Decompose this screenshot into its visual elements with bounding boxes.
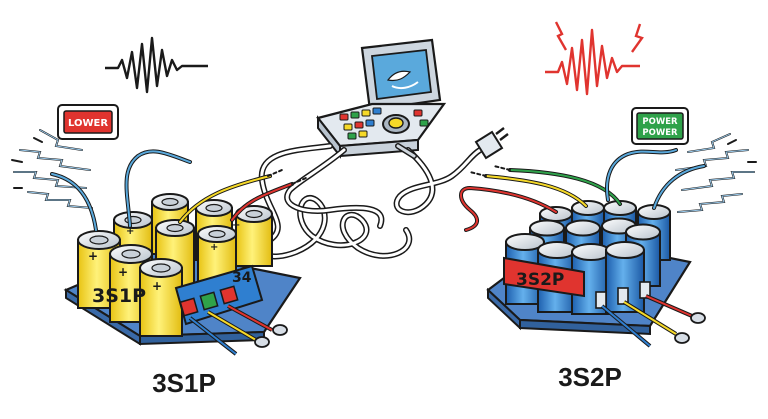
svg-text:+: + <box>126 226 134 237</box>
lightning-bolt-icon <box>554 21 568 51</box>
spark-lines-left <box>11 129 93 209</box>
svg-text:+: + <box>210 242 218 253</box>
left-pack-body-label: 3S1P <box>92 285 146 307</box>
test-device <box>316 38 447 159</box>
plug-icon <box>474 127 509 160</box>
right-balance-wires <box>459 148 706 232</box>
svg-text:+: + <box>88 249 98 263</box>
left-pack-side-number: 34 <box>232 270 252 286</box>
right-pack-caption: 3S2P <box>558 362 622 392</box>
left-pack-caption: 3S1P <box>152 368 216 398</box>
power-badge-line1: POWER <box>642 117 678 127</box>
lightning-bolt-icon <box>631 23 644 53</box>
right-pack-body-label: 3S2P <box>516 270 564 290</box>
left-balance-wires <box>50 149 307 232</box>
waveform-icon-right <box>545 28 640 96</box>
waveform-icon-left <box>105 36 208 94</box>
spark-lines-right <box>675 133 757 213</box>
right-pack-label-band <box>503 256 585 298</box>
left-battery-pack: + + + + + + 3S1P 34 <box>63 193 302 356</box>
svg-text:+: + <box>118 265 128 279</box>
lower-badge: LOWER <box>57 104 119 140</box>
left-cells <box>77 193 273 337</box>
lower-badge-text: LOWER <box>68 118 108 129</box>
power-badge-line2: POWER <box>642 128 678 138</box>
svg-text:+: + <box>152 279 162 293</box>
svg-text:+: + <box>232 220 240 231</box>
right-battery-pack: 3S2P <box>486 200 706 348</box>
power-badge: POWER POWER <box>631 107 689 145</box>
device-cables <box>258 143 483 260</box>
